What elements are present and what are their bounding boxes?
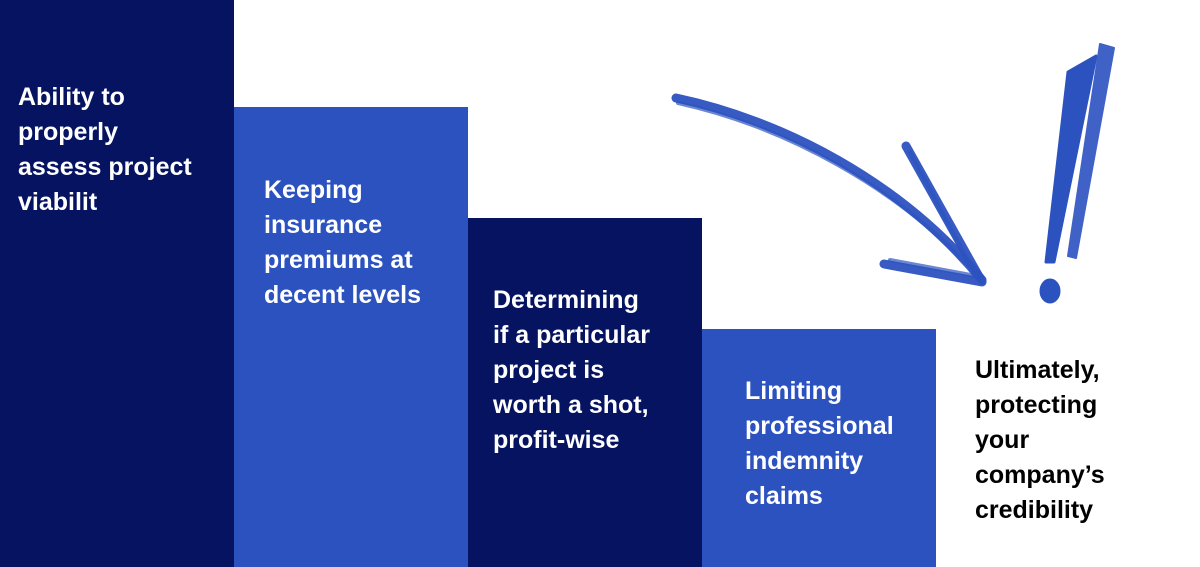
- step-3: Determining if a particular project is w…: [468, 218, 702, 567]
- step-1-line: Ability to: [18, 83, 125, 111]
- step-3-text: Determining if a particular project is w…: [493, 283, 692, 458]
- step-1-line: viabilit: [18, 188, 98, 216]
- hand-drawn-exclamation-icon: [1039, 43, 1115, 304]
- step-1-line: assess project: [18, 153, 192, 181]
- step-3-line: Determining: [493, 286, 639, 314]
- step-4: Limiting professional indemnity claims: [702, 329, 936, 567]
- step-1-text: Ability to properly assess project viabi…: [18, 80, 224, 220]
- hand-drawn-arrow-icon: [671, 93, 987, 287]
- step-2-text: Keeping insurance premiums at decent lev…: [264, 173, 458, 313]
- step-3-line: worth a shot,: [493, 391, 649, 419]
- final-line: Ultimately,: [975, 356, 1100, 384]
- step-4-line: indemnity: [745, 447, 864, 475]
- step-1-line: properly: [18, 118, 119, 146]
- final-outcome-text: Ultimately, protecting your company’s cr…: [975, 353, 1195, 528]
- step-2-line: insurance: [264, 211, 383, 239]
- step-2-line: Keeping: [264, 176, 363, 204]
- step-2-line: premiums at: [264, 246, 413, 274]
- step-4-text: Limiting professional indemnity claims: [745, 374, 926, 514]
- step-4-line: claims: [745, 482, 823, 510]
- step-2: Keeping insurance premiums at decent lev…: [234, 107, 468, 567]
- final-line: credibility: [975, 496, 1094, 524]
- final-line: your: [975, 426, 1030, 454]
- step-1: Ability to properly assess project viabi…: [0, 0, 234, 567]
- step-4-line: professional: [745, 412, 894, 440]
- step-3-line: profit-wise: [493, 426, 620, 454]
- step-3-line: project is: [493, 356, 605, 384]
- final-line: company’s: [975, 461, 1105, 489]
- step-3-line: if a particular: [493, 321, 650, 349]
- step-2-line: decent levels: [264, 281, 422, 309]
- step-4-line: Limiting: [745, 377, 843, 405]
- final-line: protecting: [975, 391, 1098, 419]
